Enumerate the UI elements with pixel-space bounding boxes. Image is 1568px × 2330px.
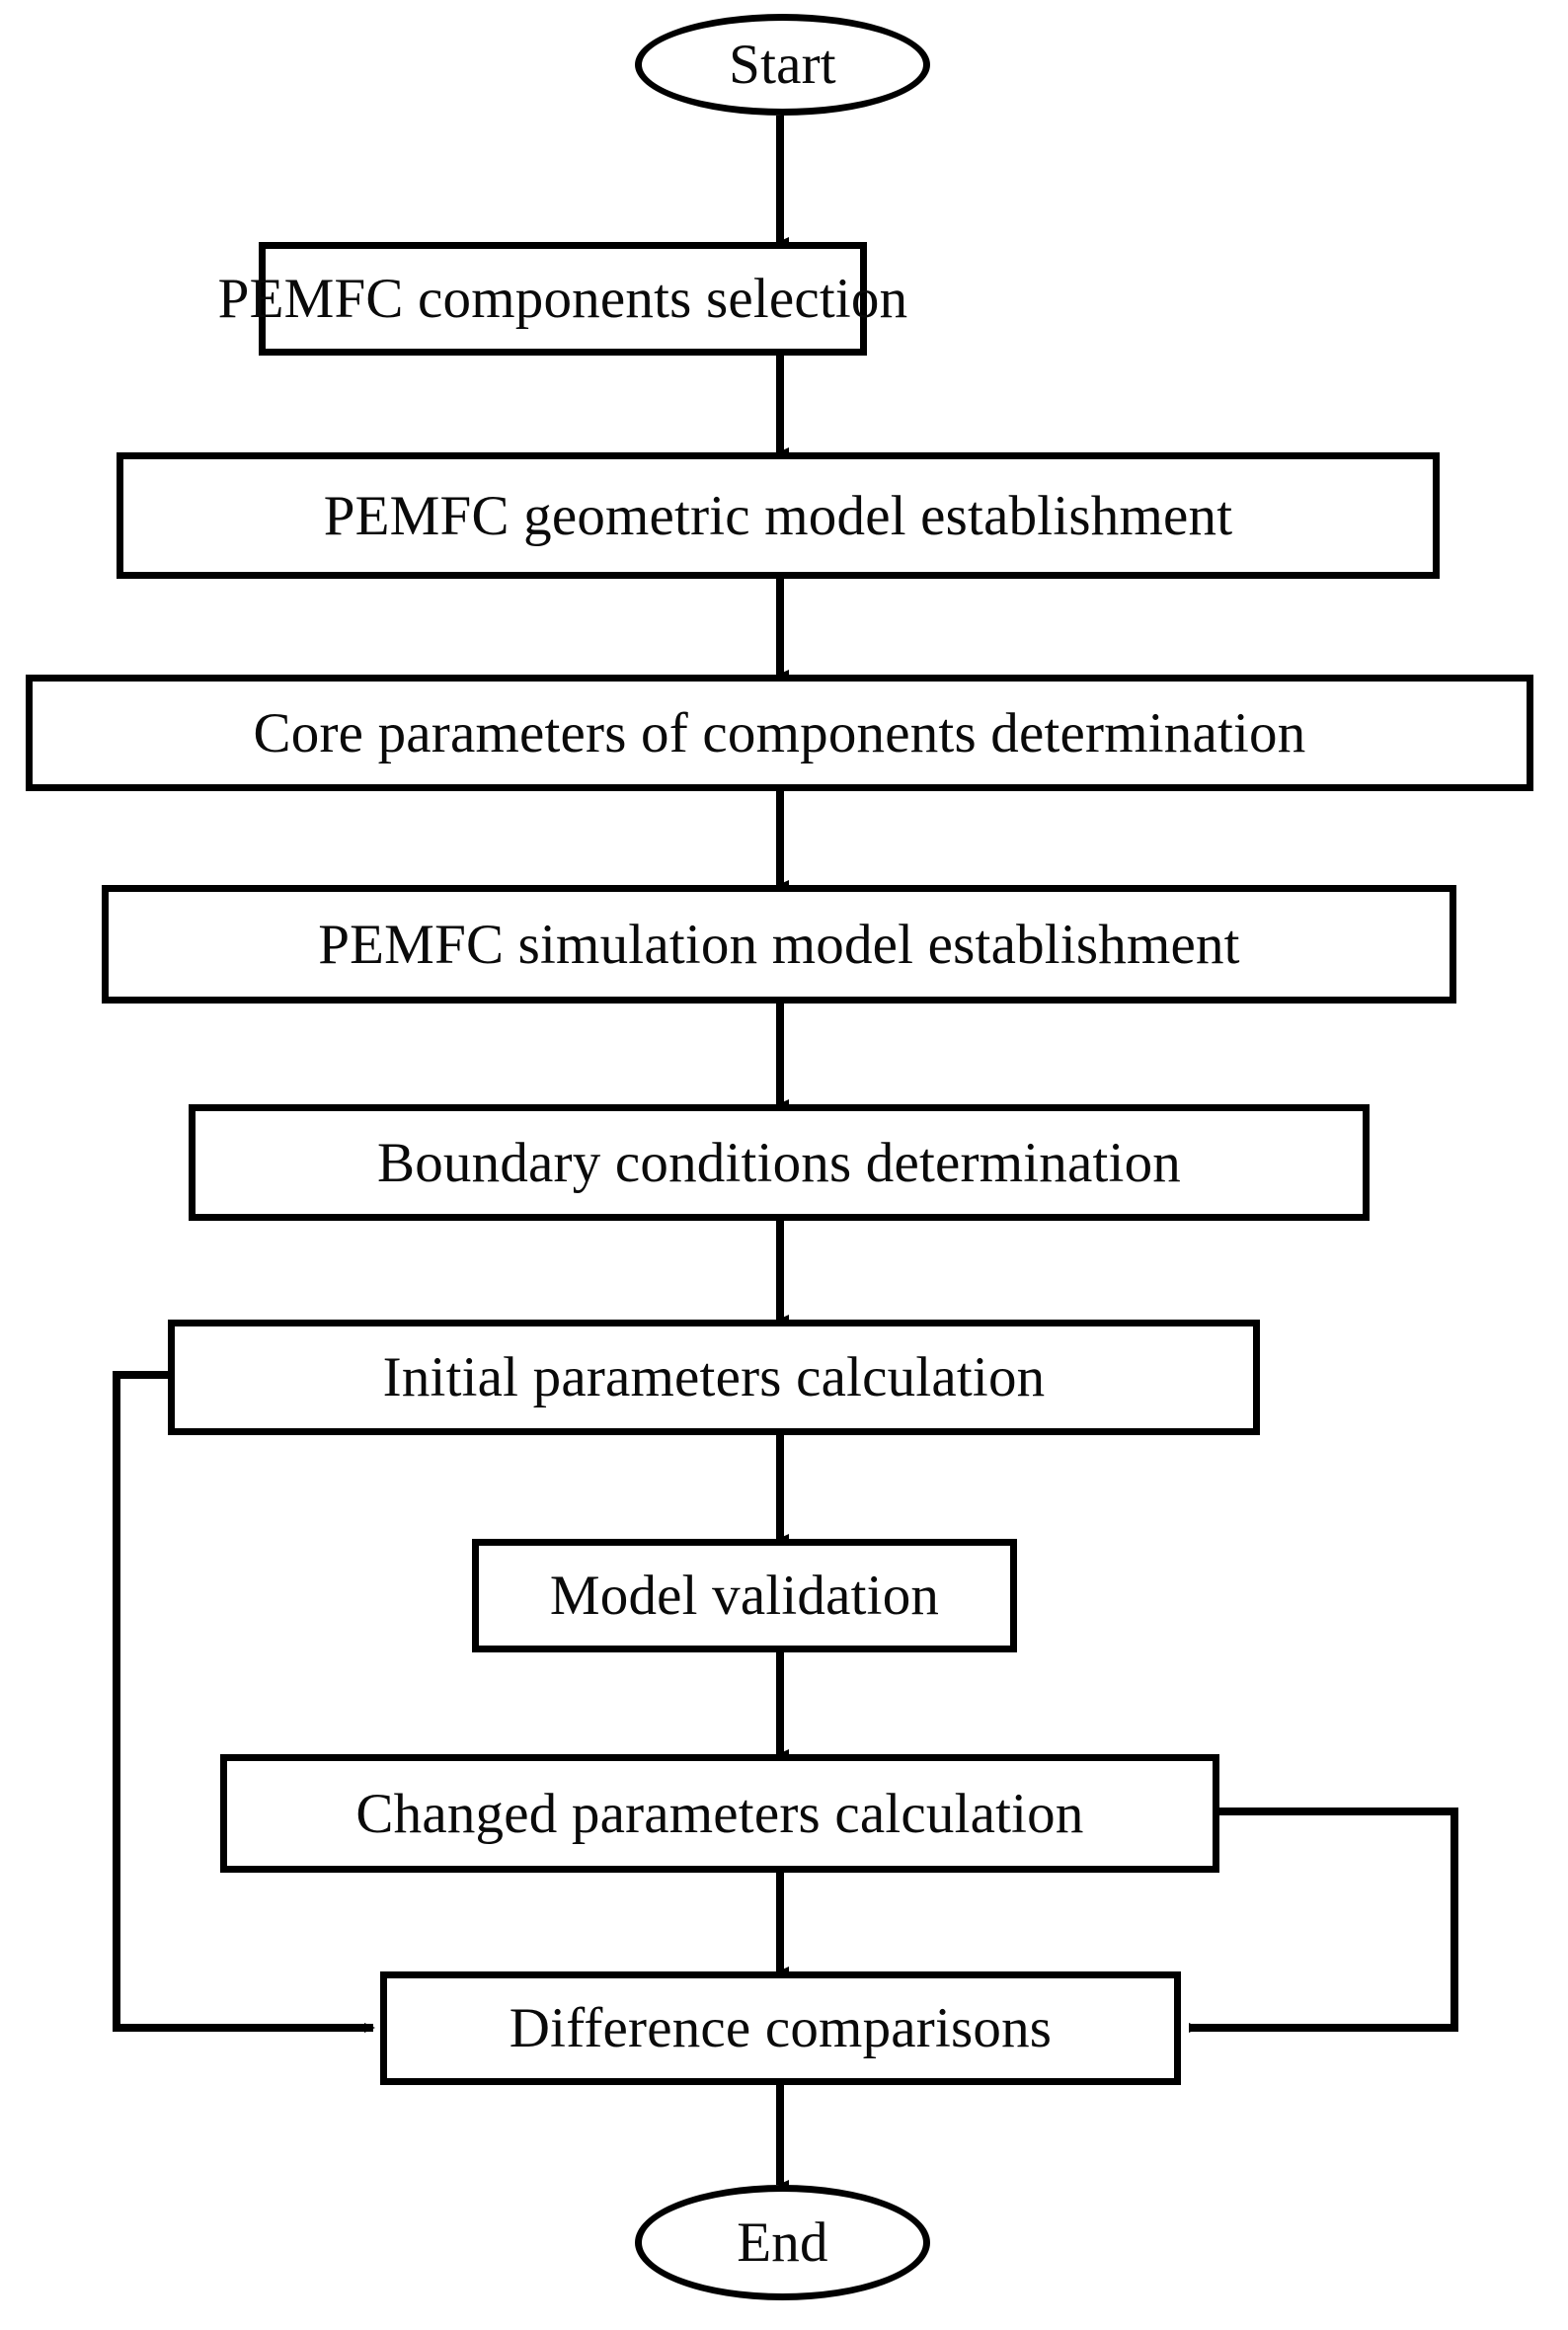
node-initial-parameters-calculation[interactable]: Initial parameters calculation xyxy=(168,1320,1260,1435)
node-model-validation-label: Model validation xyxy=(549,1565,940,1627)
node-end-label: End xyxy=(737,2211,828,2274)
node-start-label: Start xyxy=(729,34,836,96)
node-changed-parameters-calculation-label: Changed parameters calculation xyxy=(355,1782,1084,1845)
node-end[interactable]: End xyxy=(635,2185,930,2300)
node-boundary-conditions-determination-label: Boundary conditions determination xyxy=(377,1131,1181,1194)
node-boundary-conditions-determination[interactable]: Boundary conditions determination xyxy=(189,1104,1370,1221)
edge-changed-to-difference-right-loop xyxy=(1189,1808,1458,2033)
node-model-validation[interactable]: Model validation xyxy=(472,1539,1017,1652)
node-initial-parameters-calculation-label: Initial parameters calculation xyxy=(382,1346,1046,1408)
node-pemfc-simulation-model-establishment[interactable]: PEMFC simulation model establishment xyxy=(102,885,1456,1004)
node-pemfc-components-selection[interactable]: PEMFC components selection xyxy=(218,242,907,356)
node-pemfc-geometric-model-establishment-label: PEMFC geometric model establishment xyxy=(323,484,1233,547)
node-start[interactable]: Start xyxy=(635,14,930,116)
node-changed-parameters-calculation[interactable]: Changed parameters calculation xyxy=(220,1754,1219,1873)
node-core-parameters-determination-label: Core parameters of components determinat… xyxy=(253,701,1306,764)
node-pemfc-components-selection-label: PEMFC components selection xyxy=(217,268,908,330)
node-pemfc-geometric-model-establishment[interactable]: PEMFC geometric model establishment xyxy=(117,452,1440,579)
edge-initial-to-difference-left-loop xyxy=(113,1371,375,2033)
node-core-parameters-determination[interactable]: Core parameters of components determinat… xyxy=(26,675,1533,791)
node-pemfc-simulation-model-establishment-label: PEMFC simulation model establishment xyxy=(318,913,1240,976)
node-difference-comparisons-label: Difference comparisons xyxy=(509,1997,1053,2059)
node-difference-comparisons[interactable]: Difference comparisons xyxy=(380,1971,1181,2085)
